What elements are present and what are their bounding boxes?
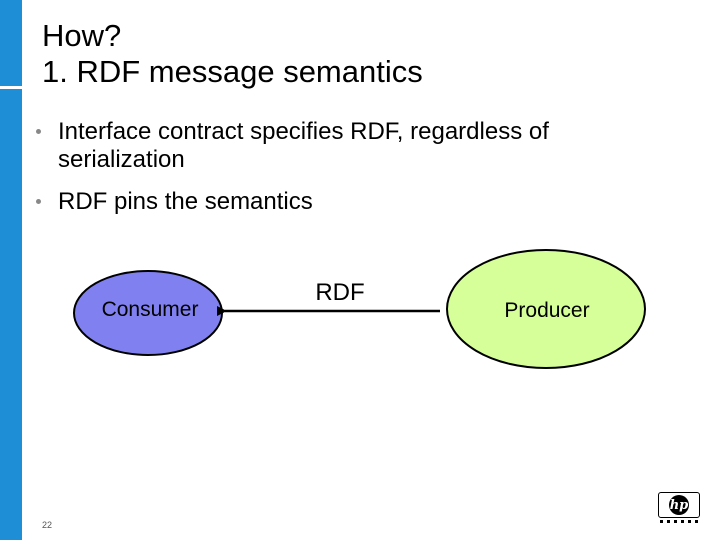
- bullet-list: Interface contract specifies RDF, regard…: [36, 118, 676, 230]
- producer-node: [446, 249, 646, 369]
- title-line-2: 1. RDF message semantics: [42, 54, 423, 89]
- bullet-dot-icon: [36, 129, 41, 134]
- rdf-arrow-label: RDF: [315, 279, 364, 306]
- hp-logo-icon: hp: [658, 492, 700, 526]
- slide-title: How? 1. RDF message semantics: [42, 18, 423, 90]
- bullet-text: RDF pins the semantics: [58, 188, 313, 215]
- title-rule: [0, 86, 42, 89]
- bullet-item: Interface contract specifies RDF, regard…: [36, 118, 676, 174]
- bullet-text: Interface contract specifies RDF, regard…: [58, 118, 549, 173]
- accent-bar: [0, 0, 22, 540]
- bullet-dot-icon: [36, 199, 41, 204]
- bullet-item: RDF pins the semantics: [36, 188, 676, 216]
- consumer-label: Consumer: [102, 298, 199, 321]
- hp-logo-mark: hp: [669, 495, 689, 515]
- title-line-1: How?: [42, 18, 122, 53]
- page-number: 22: [42, 520, 53, 530]
- producer-label: Producer: [504, 299, 589, 322]
